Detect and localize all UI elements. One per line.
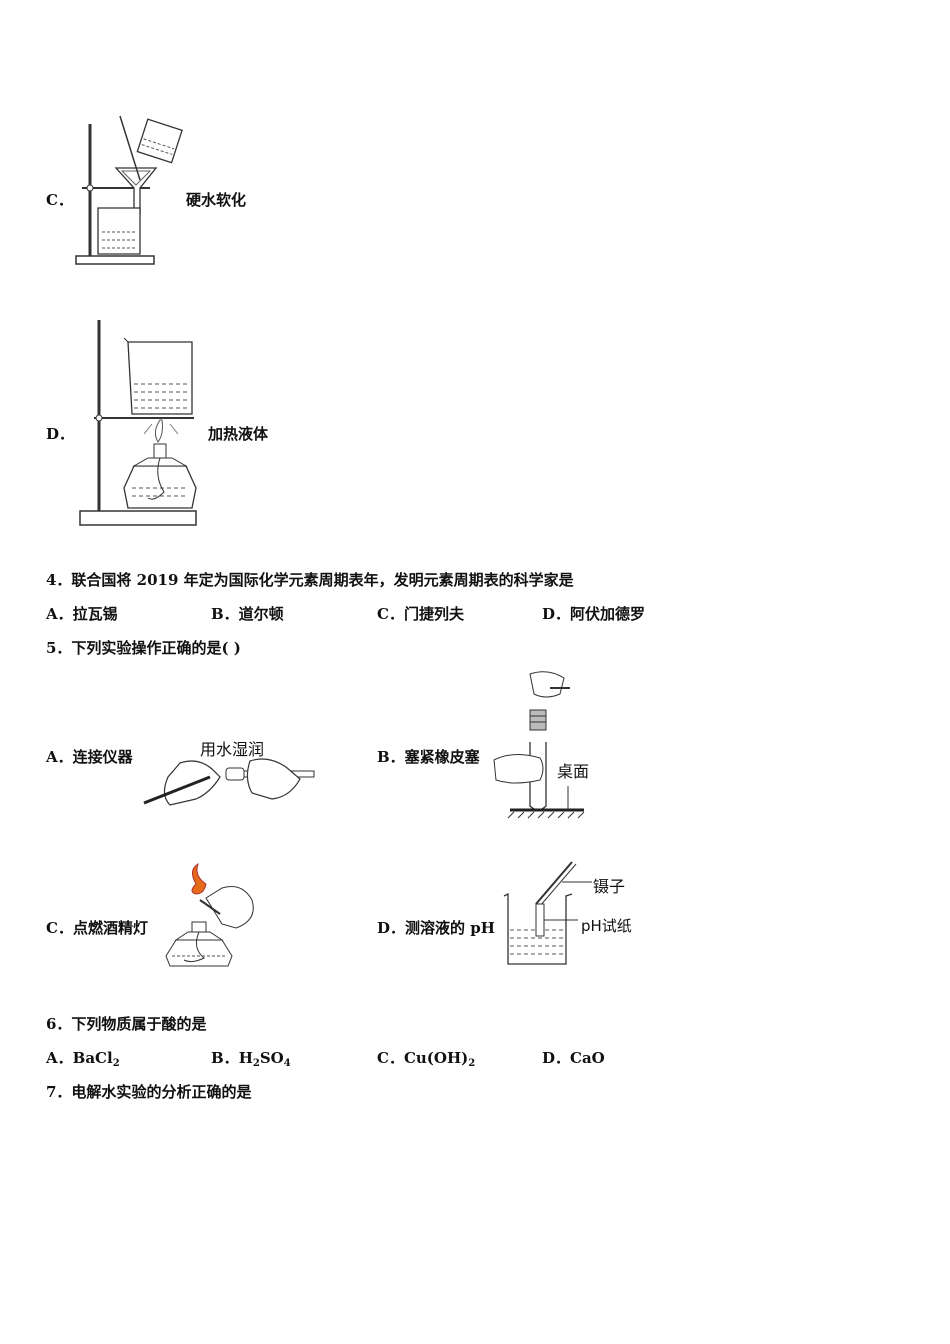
q6-option-d[interactable]: D．CaO [542,1049,605,1067]
q6-option-c-formula: Cu(OH) [403,1049,469,1067]
q6-option-d-formula: CaO [570,1049,605,1067]
q5-option-d-label-tweezers: 镊子 [593,877,626,896]
q6-option-b-sub: 2 [252,1058,260,1069]
q6-stem: 6．下列物质属于酸的是 [46,1015,207,1033]
q6-option-a-formula: BaCl [72,1049,113,1067]
q5-option-d-label-ph-paper: pH试纸 [581,917,632,935]
q4-option-b[interactable]: B．道尔顿 [211,605,284,623]
q5-option-c-text[interactable]: C．点燃酒精灯 [46,919,148,937]
q6-option-b-formula: H [238,1049,253,1067]
q6-option-a[interactable]: A．BaCl2 [46,1049,120,1073]
q6-option-b-sub2: 4 [283,1058,291,1069]
q5-stem: 5．下列实验操作正确的是( ) [46,639,241,657]
q3-option-c-letter: C． [46,191,73,209]
stopper-testtube-figure [493,671,585,819]
q5-option-d-text[interactable]: D．测溶液的 pH [377,919,495,937]
q4-option-d[interactable]: D．阿伏加德罗 [542,605,646,623]
q5-option-a-label: 用水湿润 [200,740,265,759]
ph-test-figure [503,861,592,965]
q6-option-d-letter: D． [542,1049,571,1067]
q5-option-b-text[interactable]: B．塞紧橡皮塞 [377,748,480,766]
filtration-apparatus-figure [75,115,183,265]
q4-stem: 4．联合国将 2019 年定为国际化学元素周期表年，发明元素周期表的科学家是 [46,571,574,589]
q7-stem: 7．电解水实验的分析正确的是 [46,1083,252,1101]
q5-option-b-label: 桌面 [557,762,590,781]
q4-option-a[interactable]: A．拉瓦锡 [46,605,118,623]
q5-option-a-text[interactable]: A．连接仪器 [46,748,133,766]
q6-option-b[interactable]: B．H2SO4 [211,1049,291,1073]
q6-option-a-sub: 2 [112,1058,120,1069]
q6-option-c-sub: 2 [468,1058,476,1069]
q6-option-b-letter: B． [211,1049,239,1067]
q6-option-c-letter: C． [377,1049,404,1067]
lighting-alcohol-lamp-figure [165,862,254,967]
q4-option-c[interactable]: C．门捷列夫 [377,605,464,623]
q6-option-a-letter: A． [46,1049,73,1067]
q6-option-c[interactable]: C．Cu(OH)2 [377,1049,475,1073]
connecting-tubes-figure [143,758,315,806]
q3-option-d-letter: D． [46,425,75,443]
heating-apparatus-figure [79,320,197,526]
q6-option-b-tail: SO [259,1049,284,1067]
q3-option-d-caption: 加热液体 [208,425,269,443]
q3-option-c-caption: 硬水软化 [186,191,247,209]
